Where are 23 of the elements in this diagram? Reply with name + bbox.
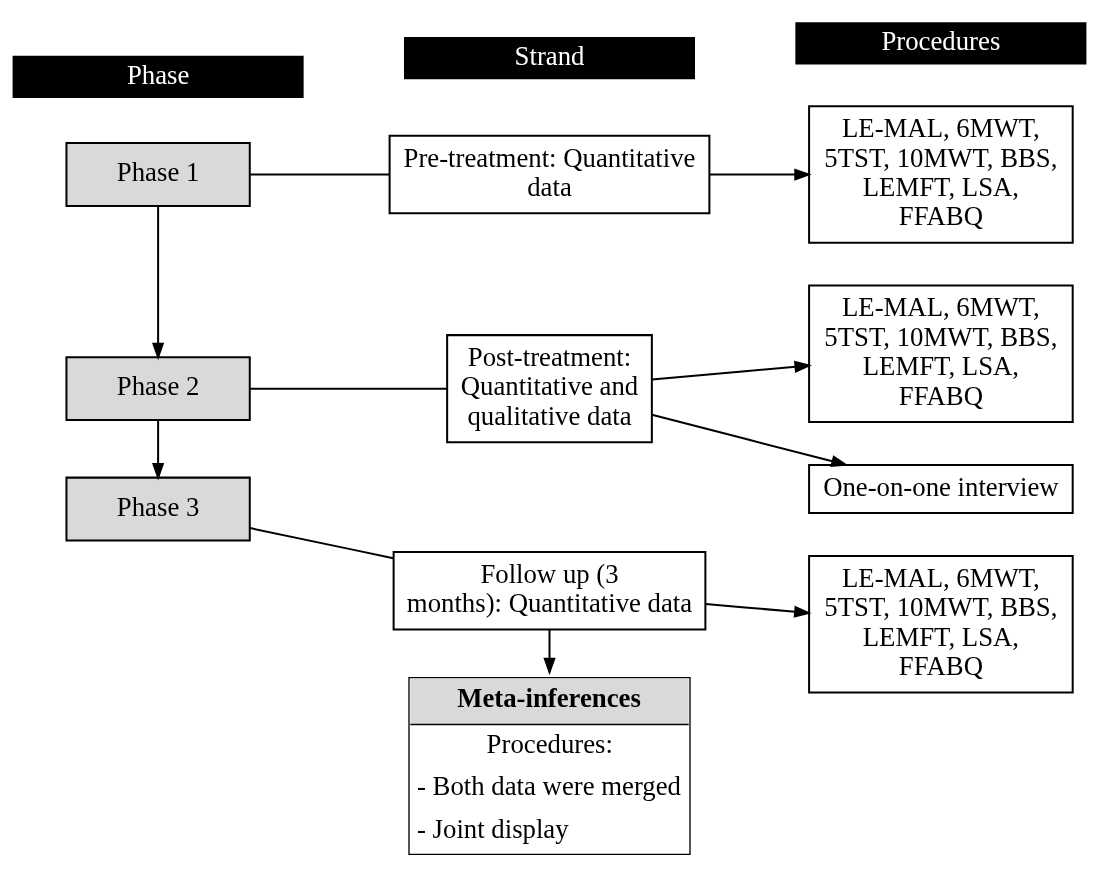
- node-box: Phase 1: [65, 141, 251, 207]
- arrow: [152, 419, 165, 480]
- connector: [250, 173, 390, 176]
- arrow: [543, 629, 556, 675]
- node-box: Procedures: [795, 21, 1087, 64]
- arrow: [709, 167, 812, 181]
- node-box: Phase 2: [65, 355, 251, 421]
- arrow: [152, 205, 165, 360]
- node-box: Phase: [12, 55, 304, 98]
- node-box: Phase 3: [65, 476, 251, 542]
- connector: [250, 387, 448, 390]
- node-box: LE-MAL, 6MWT, 5TST, 10MWT, BBS, LEMFT, LSA, FFABQ: [808, 104, 1074, 244]
- arrow: [705, 602, 812, 618]
- node-box: Strand: [404, 36, 695, 79]
- node-box: LE-MAL, 6MWT, 5TST, 10MWT, BBS, LEMFT, LSA, FFABQ: [808, 284, 1074, 423]
- node-box: Pre-treatment: Quantitative data: [388, 134, 711, 214]
- node-box: Follow up (3 months): Quantitative data: [392, 550, 707, 630]
- node-box: One-on-one interview: [808, 463, 1074, 514]
- node-box: LE-MAL, 6MWT, 5TST, 10MWT, BBS, LEMFT, LSA, FFABQ: [808, 554, 1074, 693]
- arrow: [651, 413, 849, 467]
- connector: [249, 526, 394, 559]
- arrow: [651, 360, 812, 381]
- node-box: Post-treatment: Quantitative and qualitative data: [446, 333, 653, 443]
